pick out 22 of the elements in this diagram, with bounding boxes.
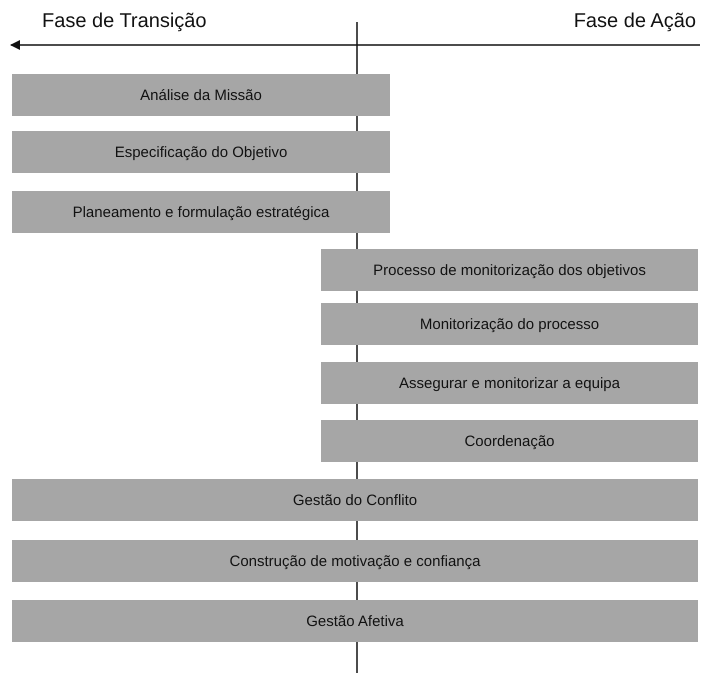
bar-label: Monitorização do processo — [420, 316, 600, 332]
bar-label: Construção de motivação e confiança — [230, 552, 480, 570]
bar-label: Planeamento e formulação estratégica — [72, 204, 330, 220]
bar-label: Assegurar e monitorizar a equipa — [399, 374, 620, 392]
phase-bar — [321, 303, 698, 345]
bar-label: Gestão do Conflito — [292, 492, 418, 508]
phase-bar — [12, 131, 390, 173]
phase-bar — [12, 479, 698, 521]
bar-label: Análise da Missão — [140, 86, 262, 104]
phase-bar — [321, 420, 698, 462]
phase-bar — [321, 362, 698, 404]
phase-bar — [12, 540, 698, 582]
phase-label: Fase de Ação — [574, 10, 696, 33]
phase-bar — [321, 249, 698, 291]
phase-label: Fase de Transição — [42, 10, 207, 33]
bar-label: Gestão Afetiva — [306, 612, 404, 630]
phase-bar — [12, 74, 390, 116]
bar-label: Coordenação — [464, 432, 555, 450]
phase-bar — [12, 191, 390, 233]
phase-bar — [12, 600, 698, 642]
bar-label: Especificação do Objetivo — [114, 144, 288, 160]
bar-label: Processo de monitorização dos objetivos — [373, 262, 646, 278]
